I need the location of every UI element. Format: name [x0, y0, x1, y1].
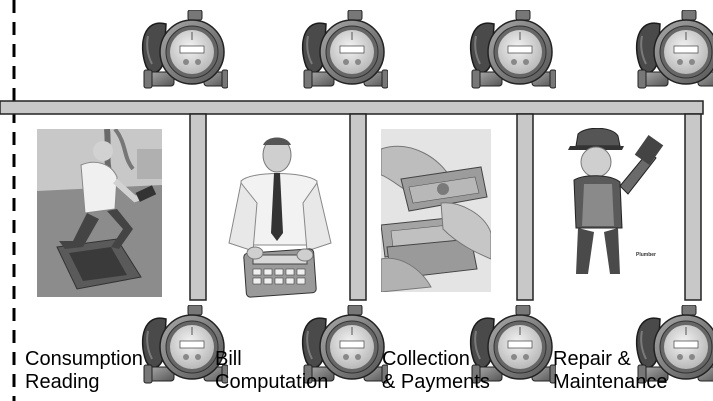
water-meter-icon: [296, 10, 388, 102]
meter-reader-photo: [37, 129, 162, 297]
plumber-photo: Plumber: [556, 128, 676, 280]
bill-computation-label: Bill Computation: [215, 348, 328, 394]
bill-line-2: Computation: [215, 371, 328, 394]
plumber-caption: Plumber: [636, 252, 656, 258]
consumption-line-2: Reading: [25, 371, 143, 394]
collection-payments-label: Collection & Payments: [382, 348, 490, 394]
water-meter-icon: [136, 10, 228, 102]
bill-computation-photo: [227, 133, 332, 303]
branch-pipe-3: [517, 114, 533, 300]
collection-line-1: Collection: [382, 348, 490, 371]
branch-pipe-1: [190, 114, 206, 300]
repair-line-2: Maintenance: [553, 371, 668, 394]
main-pipe: [0, 101, 703, 114]
money-exchange-photo: [381, 129, 491, 292]
collection-line-2: & Payments: [382, 371, 490, 394]
consumption-line-1: Consumption: [25, 348, 143, 371]
repair-line-1: Repair &: [553, 348, 668, 371]
bill-line-1: Bill: [215, 348, 328, 371]
branch-pipe-4: [685, 114, 701, 300]
branch-pipe-2: [350, 114, 366, 300]
repair-maintenance-label: Repair & Maintenance: [553, 348, 668, 394]
water-meter-icon: [630, 10, 713, 102]
water-meter-icon: [464, 10, 556, 102]
consumption-reading-label: Consumption Reading: [25, 348, 143, 394]
